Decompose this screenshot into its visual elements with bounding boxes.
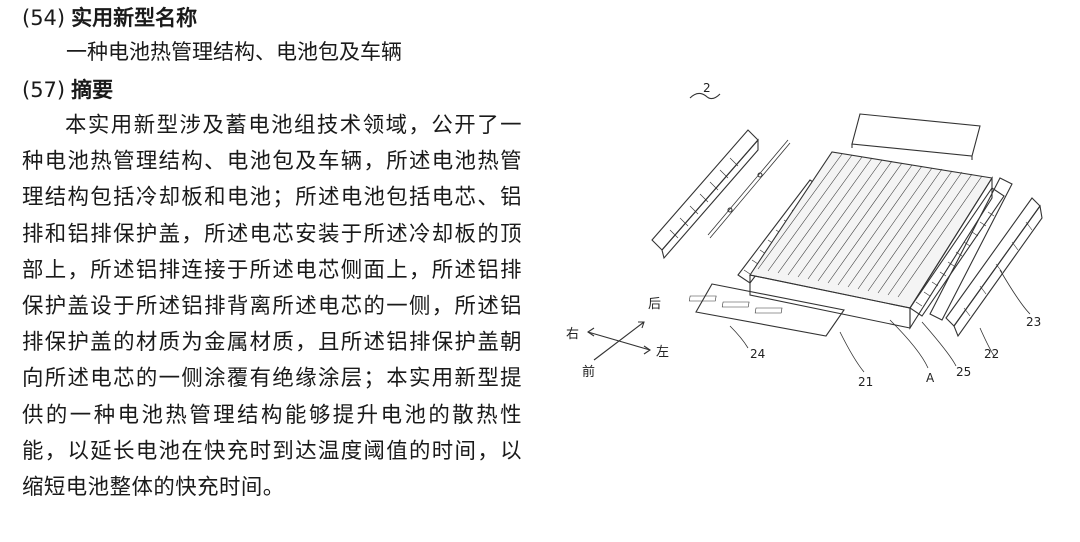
section-label: 摘要	[71, 78, 114, 102]
busbar-right	[909, 187, 1005, 317]
callout-A: A	[926, 371, 935, 385]
section-54-heading: (54)实用新型名称	[22, 4, 197, 34]
section-label: 实用新型名称	[71, 6, 198, 30]
figure-drawing: 2 后 右 左 前 24 21 A 25 22 23	[566, 81, 1043, 389]
section-57-heading: (57)摘要	[22, 76, 113, 106]
section-code: (54)	[22, 6, 66, 30]
section-code: (57)	[22, 78, 66, 102]
direction-left: 左	[656, 345, 669, 360]
cooling-plate	[851, 113, 981, 157]
end-plate-left	[651, 129, 759, 251]
callout-21: 21	[858, 375, 873, 389]
direction-front: 前	[582, 364, 595, 380]
exploded-view-figure: 2 后 右 左 前 24 21 A 25 22 23	[560, 70, 1060, 490]
abstract-text: 本实用新型涉及蓄电池组技术领域，公开了一种电池热管理结构、电池包及车辆，所述电池…	[22, 113, 522, 501]
callout-23: 23	[1026, 315, 1041, 329]
direction-axis-2	[587, 331, 651, 351]
callout-24: 24	[750, 347, 765, 361]
rod	[707, 139, 789, 236]
direction-back: 后	[648, 297, 661, 312]
callout-25: 25	[956, 365, 971, 379]
utility-model-title: 一种电池热管理结构、电池包及车辆	[66, 40, 402, 64]
direction-right: 右	[566, 327, 579, 342]
protection-cover	[695, 283, 845, 337]
busbar-guard	[929, 177, 1013, 321]
callout-22: 22	[984, 347, 999, 361]
ref-label-2: 2	[703, 81, 711, 95]
ref-leader	[689, 92, 721, 100]
